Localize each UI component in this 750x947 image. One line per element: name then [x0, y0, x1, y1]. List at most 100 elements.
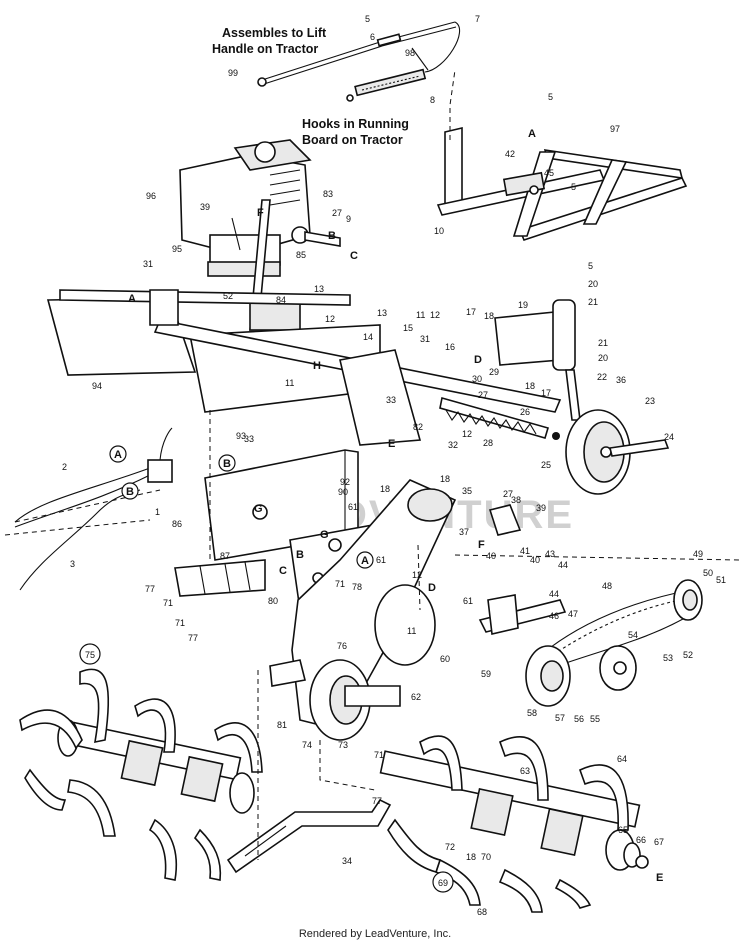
callout-68: 68 [477, 907, 487, 917]
drag-bar [226, 798, 392, 874]
callout-18: 18 [440, 474, 450, 484]
circled-ref-B: B [121, 482, 139, 500]
hitch-frame [436, 69, 688, 241]
callout-67: 67 [654, 837, 664, 847]
callout-54: 54 [628, 630, 638, 640]
circled-ref-B: B [218, 454, 236, 472]
svg-text:Hooks in Running: Hooks in Running [302, 117, 409, 131]
callout-3: 3 [70, 559, 75, 569]
ref-letter-G: G [320, 529, 329, 541]
circled-ref-69: 69 [432, 871, 454, 893]
callout-81: 81 [277, 720, 287, 730]
callout-11: 11 [285, 378, 294, 388]
callout-1: 1 [155, 507, 160, 517]
callout-61: 61 [463, 596, 473, 606]
callout-23: 23 [645, 396, 655, 406]
callout-51: 51 [716, 575, 726, 585]
callout-13: 13 [377, 308, 387, 318]
callout-78: 78 [352, 582, 362, 592]
callout-12: 12 [430, 310, 440, 320]
callout-61: 61 [348, 502, 358, 512]
callout-2: 2 [62, 462, 67, 472]
callout-18: 18 [484, 311, 494, 321]
ref-letter-A: A [528, 128, 536, 140]
callout-27: 27 [332, 208, 342, 218]
ref-letter-C: C [279, 565, 287, 577]
callout-45: 45 [544, 168, 554, 178]
callout-65: 65 [618, 825, 628, 835]
callout-53: 53 [663, 653, 673, 663]
callout-34: 34 [342, 856, 352, 866]
callout-60: 60 [440, 654, 450, 664]
ref-letter-B: B [296, 549, 304, 561]
left-tine-assembly [19, 668, 263, 881]
callout-13: 13 [314, 284, 324, 294]
callout-26: 26 [520, 407, 530, 417]
wiring-harness [14, 427, 173, 591]
callout-14: 14 [363, 332, 373, 342]
callout-48: 48 [602, 581, 612, 591]
circle-outline [79, 643, 101, 665]
callout-35: 35 [462, 486, 472, 496]
ref-letter-H: H [313, 360, 321, 372]
shields-and-frame [46, 289, 562, 446]
circle-outline [121, 482, 139, 500]
callout-20: 20 [598, 353, 608, 363]
callout-11: 11 [407, 626, 416, 636]
ref-letter-F: F [257, 207, 264, 219]
circled-label: 69 [438, 878, 448, 888]
circled-label: B [126, 486, 134, 498]
guide-lines [4, 410, 376, 860]
callout-21: 21 [598, 338, 608, 348]
callout-43: 43 [545, 549, 555, 559]
callout-29: 29 [489, 367, 499, 377]
callout-76: 76 [337, 641, 347, 651]
callout-22: 22 [597, 372, 607, 382]
depth-stake [439, 396, 549, 439]
callout-73: 73 [338, 740, 348, 750]
ref-letter-B: B [328, 230, 336, 242]
callout-77: 77 [145, 584, 155, 594]
ref-letter-F: F [478, 539, 485, 551]
callout-46: 46 [549, 611, 559, 621]
callout-87: 87 [220, 551, 230, 561]
callout-30: 30 [472, 374, 482, 384]
callout-33: 33 [386, 395, 396, 405]
callout-17: 17 [466, 307, 476, 317]
callout-98: 98 [405, 48, 415, 58]
callout-31: 31 [143, 259, 153, 269]
callout-57: 57 [555, 713, 565, 723]
callout-64: 64 [617, 754, 627, 764]
callout-39: 39 [200, 202, 210, 212]
callout-31: 31 [420, 334, 430, 344]
callout-6: 6 [370, 32, 375, 42]
callout-39: 39 [536, 503, 546, 513]
callout-84: 84 [276, 295, 286, 305]
callout-83: 83 [323, 189, 333, 199]
engine [179, 139, 341, 277]
circled-label: B [223, 458, 231, 470]
callout-77: 77 [372, 796, 382, 806]
callout-59: 59 [481, 669, 491, 679]
belt-drive [417, 544, 741, 707]
callout-40: 40 [530, 555, 540, 565]
callout-25: 25 [541, 460, 551, 470]
callout-97: 97 [610, 124, 620, 134]
depth-wheel [494, 299, 670, 495]
callout-52: 52 [683, 650, 693, 660]
circled-label: A [361, 555, 369, 567]
callout-42: 42 [505, 149, 515, 159]
callout-95: 95 [172, 244, 182, 254]
callout-93: 93 [236, 431, 246, 441]
ref-letter-G: G [254, 503, 263, 515]
callout-18: 18 [380, 484, 390, 494]
callout-86: 86 [172, 519, 182, 529]
callout-72: 72 [445, 842, 455, 852]
callout-16: 16 [445, 342, 455, 352]
callout-71: 71 [374, 750, 384, 760]
circle-outline [356, 551, 374, 569]
ref-letter-E: E [656, 872, 663, 884]
callout-8: 8 [430, 95, 435, 105]
ref-letter-D: D [474, 354, 482, 366]
callout-85: 85 [296, 250, 306, 260]
